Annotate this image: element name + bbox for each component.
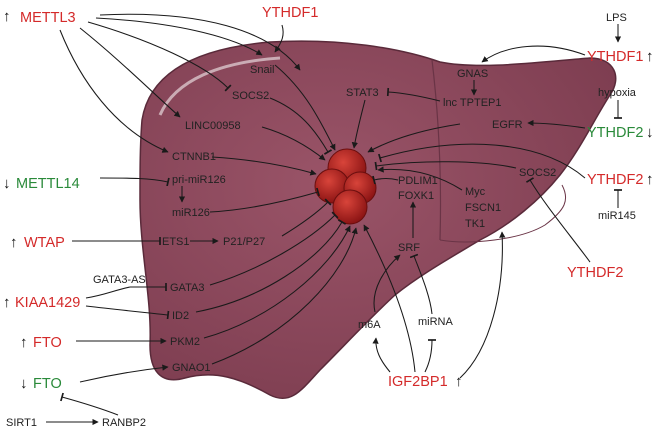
regulator-fto-green: FTO: [33, 376, 62, 392]
target-m6a: m6A: [358, 319, 381, 331]
target-ets1: ETS1: [162, 236, 190, 248]
edge-socs2-tumor: [269, 97, 333, 155]
target-id2: ID2: [172, 310, 189, 322]
edge-mettl3-ctnnb1: [59, 29, 169, 153]
regulator-ythdf1-right: YTHDF1: [587, 49, 643, 65]
up-arrow: ↑: [20, 334, 28, 351]
edge-ctnnb1-tumor: [211, 156, 317, 176]
target-hypoxia: hypoxia: [598, 87, 637, 99]
up-arrow: ↑: [3, 8, 11, 25]
up-arrow: ↑: [10, 234, 18, 251]
edge-mirna-srf: [409, 253, 433, 315]
target-mir126: miR126: [172, 207, 210, 219]
liver-shape: [139, 40, 617, 400]
edge-myc-tumor: [377, 166, 463, 191]
up-arrow: ↑: [646, 171, 654, 188]
target-p21-p27: P21/P27: [223, 236, 265, 248]
edge-fto-gnao1: [79, 364, 169, 383]
edge-snail-tumor: [274, 64, 336, 151]
regulator-ythdf1-top: YTHDF1: [262, 5, 318, 21]
liver-lobe-divider: [431, 59, 442, 241]
regulator-mettl3: METTL3: [20, 10, 76, 26]
edge-igf2bp1-mirna: [424, 339, 437, 373]
edge-kiaa1429-id2: [85, 305, 170, 320]
target-myc: Myc: [465, 186, 486, 198]
regulator-ythdf2-green: YTHDF2: [587, 125, 643, 141]
up-arrow: ↑: [3, 294, 11, 311]
regulator-igf2bp1: IGF2BP1: [388, 374, 448, 390]
regulator-fto-red: FTO: [33, 335, 62, 351]
target-ctnnb1: CTNNB1: [172, 151, 216, 163]
edge-igf2bp1-myc: [459, 231, 506, 379]
edge-kiaa1429-gata3as: [85, 286, 131, 299]
target-pdlim1: PDLIM1: [398, 175, 438, 187]
target-gnas: GNAS: [457, 68, 488, 80]
edge-pkm2-tumor: [203, 225, 351, 339]
edge-igf2bp1-m6a: [372, 337, 391, 373]
target-sirt1: SIRT1: [6, 417, 37, 429]
edge-ythdf2b-socs2: [525, 177, 591, 263]
up-arrow: ↑: [455, 373, 463, 390]
edge-ythdf2-egfr: [527, 119, 586, 129]
target-pri-mir126: pri-miR126: [172, 174, 226, 186]
regulator-mettl14: METTL14: [16, 176, 80, 192]
edge-m6a-srf: [373, 254, 401, 313]
up-arrow: ↑: [646, 48, 654, 65]
tumor-cluster: [314, 148, 377, 225]
edge-igf2bp1-tumor: [363, 224, 416, 373]
target-srf: SRF: [398, 242, 420, 254]
down-arrow: ↓: [646, 124, 654, 141]
target-egfr: EGFR: [492, 119, 523, 131]
target-gnao1: GNAO1: [172, 362, 211, 374]
edge-ythdf2-socs2: [378, 143, 586, 179]
edge-ranbp2-fto: [60, 392, 119, 416]
target-gata3: GATA3: [170, 282, 204, 294]
edge-mir126-tumor: [209, 187, 320, 213]
target-gata3-as: GATA3-AS: [93, 274, 146, 286]
down-arrow: ↓: [20, 375, 28, 392]
target-mirna: miRNA: [418, 316, 453, 328]
target-socs2-left: SOCS2: [232, 90, 269, 102]
target-stat3: STAT3: [346, 87, 379, 99]
edge-linc00958-tumor: [261, 126, 326, 161]
edge-ythdf1-gnas: [481, 45, 586, 63]
edge-id2-tumor: [195, 219, 347, 313]
target-snail: Snail: [250, 64, 274, 76]
edge-stat3-tumor: [351, 99, 366, 149]
edge-mettl14-primir126: [99, 177, 170, 187]
target-lnc-tptep1: lnc TPTEP1: [443, 97, 502, 109]
target-tk1: TK1: [465, 218, 485, 230]
liver-right-lobe-edge: [439, 184, 567, 243]
target-linc00958: LINC00958: [185, 120, 241, 132]
regulator-wtap: WTAP: [24, 235, 65, 251]
edge-mettl3-tumor: [99, 13, 301, 71]
target-lps: LPS: [606, 12, 627, 24]
edge-socs2r-tumor: [374, 161, 517, 171]
edge-mettl3-snail: [95, 17, 263, 56]
edge-tptep1-stat3: [386, 87, 441, 102]
regulator-ythdf2-bottom: YTHDF2: [567, 265, 623, 281]
target-foxk1: FOXK1: [398, 190, 434, 202]
tumor-nodule: [332, 189, 368, 225]
target-fscn1: FSCN1: [465, 202, 501, 214]
edge-p21-tumor: [281, 198, 332, 237]
target-socs2-right: SOCS2: [519, 167, 556, 179]
target-ranbp2: RANBP2: [102, 417, 146, 429]
liver-highlight: [158, 56, 281, 116]
down-arrow: ↓: [3, 175, 11, 192]
target-pkm2: PKM2: [170, 336, 200, 348]
edge-mettl3-socs2: [87, 21, 232, 92]
target-mir145: miR145: [598, 210, 636, 222]
regulator-kiaa1429: KIAA1429: [15, 295, 80, 311]
regulator-ythdf2-red: YTHDF2: [587, 172, 643, 188]
edge-gata3-tumor: [209, 211, 339, 286]
edge-gnao1-tumor: [211, 227, 358, 365]
edge-ythdf1-snail: [274, 24, 284, 53]
edge-mettl3-linc00958: [79, 27, 181, 118]
edge-egfr-tumor: [367, 123, 461, 153]
edge-pdlim1-tumor: [372, 175, 399, 185]
